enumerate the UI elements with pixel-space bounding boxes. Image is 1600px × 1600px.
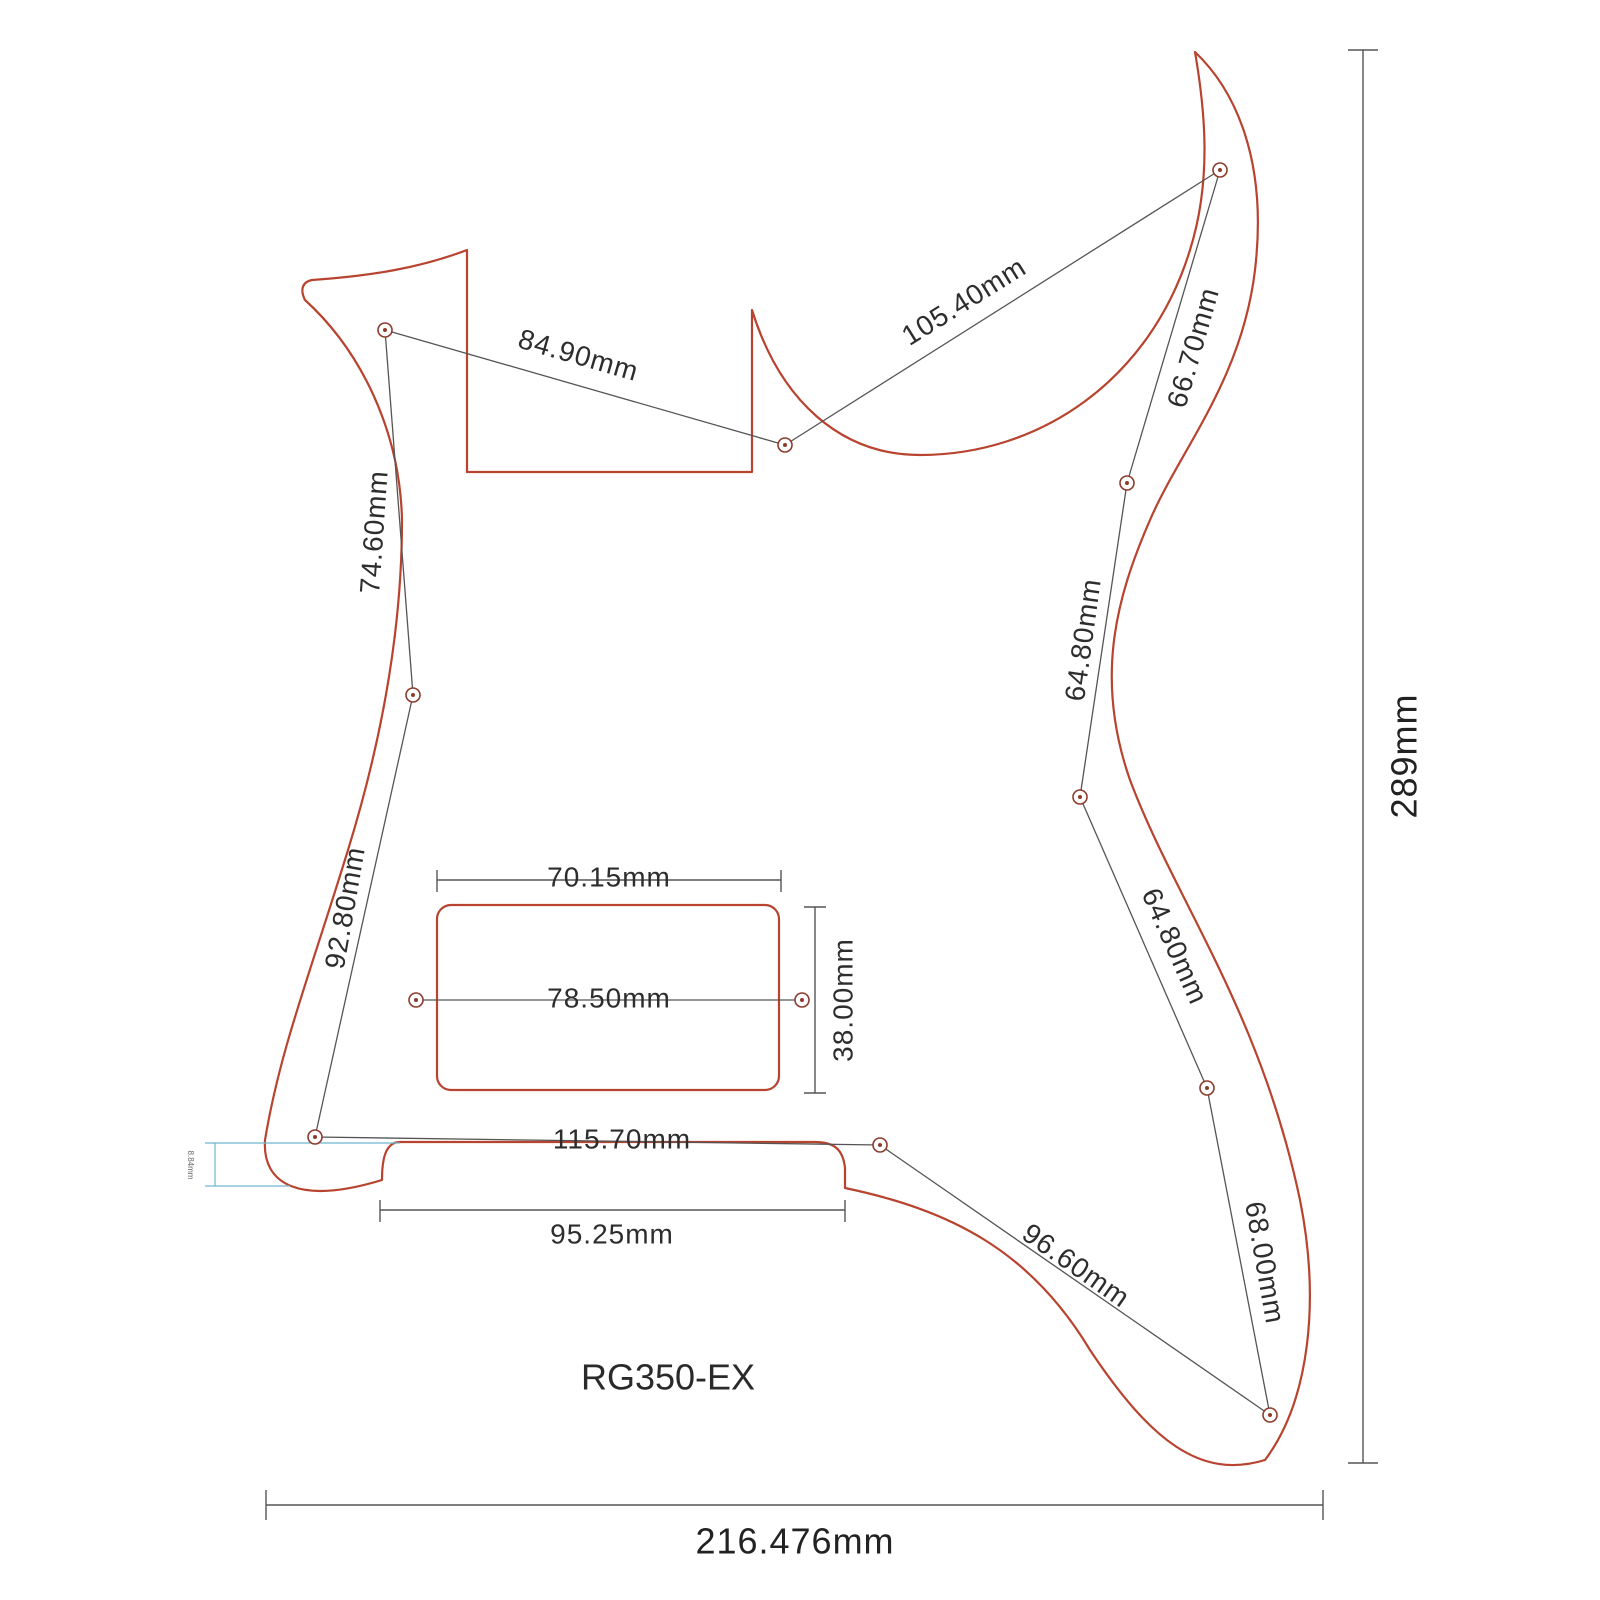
pickup-mount-hole-left <box>408 992 424 1008</box>
label-top-left-to-left-mid: 74.60mm <box>354 469 394 595</box>
label-right-mid-to-right-lower: 64.80mm <box>1136 883 1215 1009</box>
spacing-line-top-left-to-neck <box>384 329 786 446</box>
label-overall-width: 216.476mm <box>695 1521 894 1562</box>
pickup-cavity <box>435 903 781 1092</box>
label-lower-left-to-lower-mid: 115.70mm <box>553 1123 691 1154</box>
label-pickup-mount-spacing: 78.50mm <box>547 982 671 1013</box>
screw-hole-right-lower <box>1199 1080 1215 1096</box>
spacing-line-right-lower-to-bottom <box>1206 1087 1271 1416</box>
label-notch-width: 95.25mm <box>550 1218 674 1249</box>
spacing-line-right-upper-to-right-mid <box>1079 482 1128 798</box>
label-bottom-to-lower-mid: 96.60mm <box>1017 1217 1136 1313</box>
label-notch-depth: 8.84mm <box>186 1151 195 1180</box>
spacing-line-top-right-to-right-upper <box>1126 169 1221 484</box>
screw-holes <box>307 162 1278 1423</box>
label-right-lower-to-bottom: 68.00mm <box>1239 1199 1291 1326</box>
screw-hole-lower-left <box>307 1129 323 1145</box>
label-overall-height: 289mm <box>1384 693 1425 818</box>
label-cavity-width: 70.15mm <box>547 861 671 892</box>
screw-hole-lower-mid <box>872 1137 888 1153</box>
spacing-line-left-mid-to-lower-left <box>314 694 414 1138</box>
pickguard-outline <box>263 50 1311 1467</box>
screw-hole-neck <box>777 437 793 453</box>
screw-hole-right-upper <box>1119 475 1135 491</box>
hole-spacing-lines <box>314 169 1271 1416</box>
label-cavity-height: 38.00mm <box>827 938 858 1062</box>
label-left-mid-to-lower-left: 92.80mm <box>319 844 371 971</box>
screw-hole-bottom <box>1262 1407 1278 1423</box>
screw-hole-left-mid <box>405 687 421 703</box>
spacing-line-top-left-to-left-mid <box>384 329 414 696</box>
model-label: RG350-EX <box>581 1357 755 1398</box>
spacing-line-right-mid-to-right-lower <box>1079 796 1208 1089</box>
screw-hole-top-right <box>1212 162 1228 178</box>
label-top-right-to-right-upper: 66.70mm <box>1161 284 1225 411</box>
spacing-line-lower-left-to-lower-mid <box>314 1136 881 1146</box>
pickup-mount-hole-right <box>794 992 810 1008</box>
spacing-line-bottom-to-lower-mid <box>879 1144 1271 1416</box>
label-top-left-to-neck: 84.90mm <box>515 323 642 387</box>
spacing-line-neck-to-top-right <box>784 169 1221 446</box>
screw-hole-right-mid <box>1072 789 1088 805</box>
dimension-lines <box>205 49 1378 1520</box>
screw-hole-top-left <box>377 322 393 338</box>
label-right-upper-to-right-mid: 64.80mm <box>1059 576 1107 703</box>
